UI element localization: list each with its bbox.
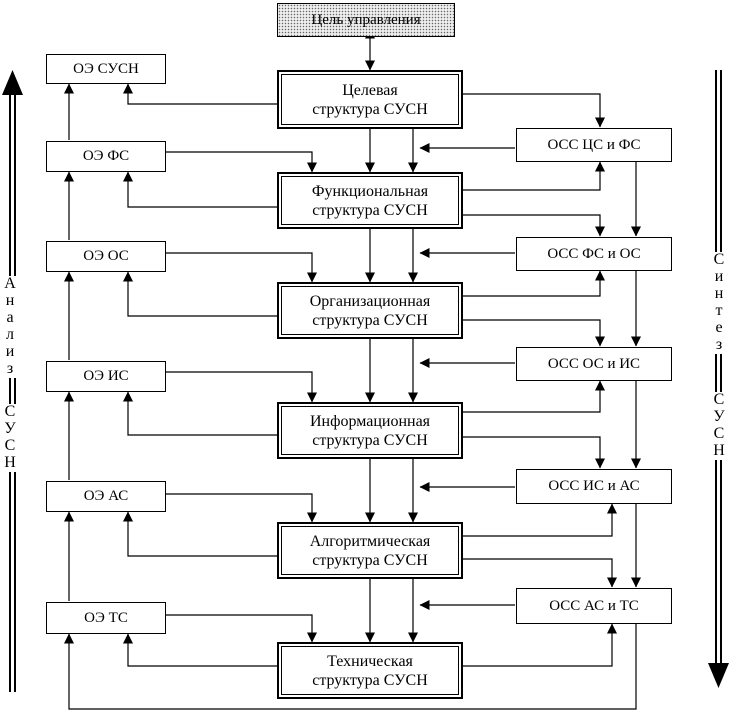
goal-label: Цель управления	[311, 11, 421, 28]
vertical-letter: С	[713, 425, 725, 442]
bottom-feedback-arrow	[64, 618, 637, 710]
structure-line1: Целевая	[342, 81, 398, 99]
oss-label: ОСС АС и ТС	[549, 597, 639, 614]
vertical-letter: У	[4, 420, 16, 437]
as-to-oe-arrow	[123, 511, 278, 557]
analysis-arrow	[2, 70, 23, 692]
vertical-letter: С	[4, 403, 16, 420]
ts-to-oss-arrow	[462, 623, 617, 667]
oss-label: ОСС ОС и ИС	[547, 355, 641, 372]
vertical-letter: Н	[4, 454, 16, 471]
oe-as-to-structure-arrow	[166, 493, 317, 523]
oe-is-box: ОЭ ИС	[46, 361, 166, 392]
oe-fs-box: ОЭ ФС	[46, 141, 166, 172]
oe-label: ОЭ АС	[83, 488, 129, 504]
oss-label: ОСС ФС и ОС	[547, 245, 641, 262]
structure-line1: Организационная	[309, 292, 431, 310]
vertical-letter: С	[4, 437, 16, 454]
oe-label: ОЭ ФС	[82, 148, 130, 164]
vertical-letter: и	[5, 343, 15, 360]
structure-line2: структура СУСН	[312, 100, 428, 118]
vertical-letter: з	[6, 360, 14, 377]
structure-line1: Информационная	[309, 412, 431, 430]
cs-to-oss-arrow	[462, 93, 605, 128]
synthesis-arrow	[708, 70, 729, 688]
structure-line2: структура СУСН	[312, 551, 428, 569]
oss-os-is-box: ОСС ОС и ИС	[516, 347, 672, 381]
oss-as-ts-box: ОСС АС и ТС	[516, 588, 672, 624]
cs-to-oe-arrow	[123, 83, 278, 105]
oss-label: ОСС ИС и АС	[548, 478, 640, 494]
oss-fs-os-box: ОСС ФС и ОС	[516, 237, 672, 271]
vertical-letter: Н	[713, 442, 725, 459]
vertical-letter: С	[713, 391, 725, 408]
oe-label: ОЭ ТС	[84, 609, 128, 626]
oe-os-box: ОЭ ОС	[46, 241, 166, 272]
oe-is-to-structure-arrow	[166, 371, 317, 403]
ts-to-oe-arrow	[123, 633, 278, 667]
structure-line2: структура СУСН	[312, 311, 428, 329]
goal-box: Цель управления	[277, 3, 455, 37]
structure-line1: Функциональная	[311, 182, 429, 200]
oe-ts-box: ОЭ ТС	[46, 602, 166, 634]
vertical-letter: и	[714, 268, 724, 285]
as-to-oss-down-arrow	[462, 558, 617, 588]
os-to-oss-up-arrow	[462, 270, 605, 297]
is-to-oss-up-arrow	[462, 380, 605, 413]
oss-label: ОСС ЦС и ФС	[547, 136, 641, 153]
structure-line1: Техническая	[327, 652, 413, 670]
vertical-letter: т	[715, 302, 723, 319]
oe-ts-to-structure-arrow	[166, 614, 317, 643]
vertical-letter: л	[6, 326, 14, 343]
oss-is-as-box: ОСС ИС и АС	[516, 469, 672, 504]
oe-label: ОЭ ОС	[83, 248, 129, 264]
os-to-oss-down-arrow	[462, 319, 605, 347]
vertical-letter: а	[6, 309, 14, 326]
structure-line1: Алгоритмическая	[309, 532, 431, 550]
oe-label: ОЭ СУСН	[73, 60, 139, 77]
oe-susn-box: ОЭ СУСН	[46, 54, 166, 84]
as-to-oss-up-arrow	[462, 503, 617, 537]
structure-line2: структура СУСН	[312, 431, 428, 449]
vertical-letter: А	[4, 275, 16, 292]
is-to-oss-down-arrow	[462, 436, 605, 469]
oe-os-to-structure-arrow	[166, 252, 317, 283]
vertical-letter: з	[715, 336, 723, 353]
vertical-letter: е	[715, 319, 723, 336]
oe-label: ОЭ ИС	[83, 368, 129, 384]
vertical-letter: С	[713, 251, 725, 268]
oe-fs-to-structure-arrow	[166, 151, 317, 173]
fs-to-oss-down-arrow	[462, 214, 605, 237]
structure-line2: структура СУСН	[312, 201, 428, 219]
is-to-oe-arrow	[123, 391, 278, 436]
fs-to-oss-up-arrow	[462, 161, 605, 191]
oe-as-box: ОЭ АС	[46, 481, 166, 512]
oss-cs-fs-box: ОСС ЦС и ФС	[516, 128, 672, 162]
vertical-letter: н	[5, 292, 15, 309]
vertical-letter: н	[714, 285, 724, 302]
structure-line2: структура СУСН	[312, 671, 428, 689]
vertical-letter: У	[713, 408, 725, 425]
os-to-oe-arrow	[123, 271, 278, 317]
fs-to-oe-arrow	[123, 171, 278, 208]
